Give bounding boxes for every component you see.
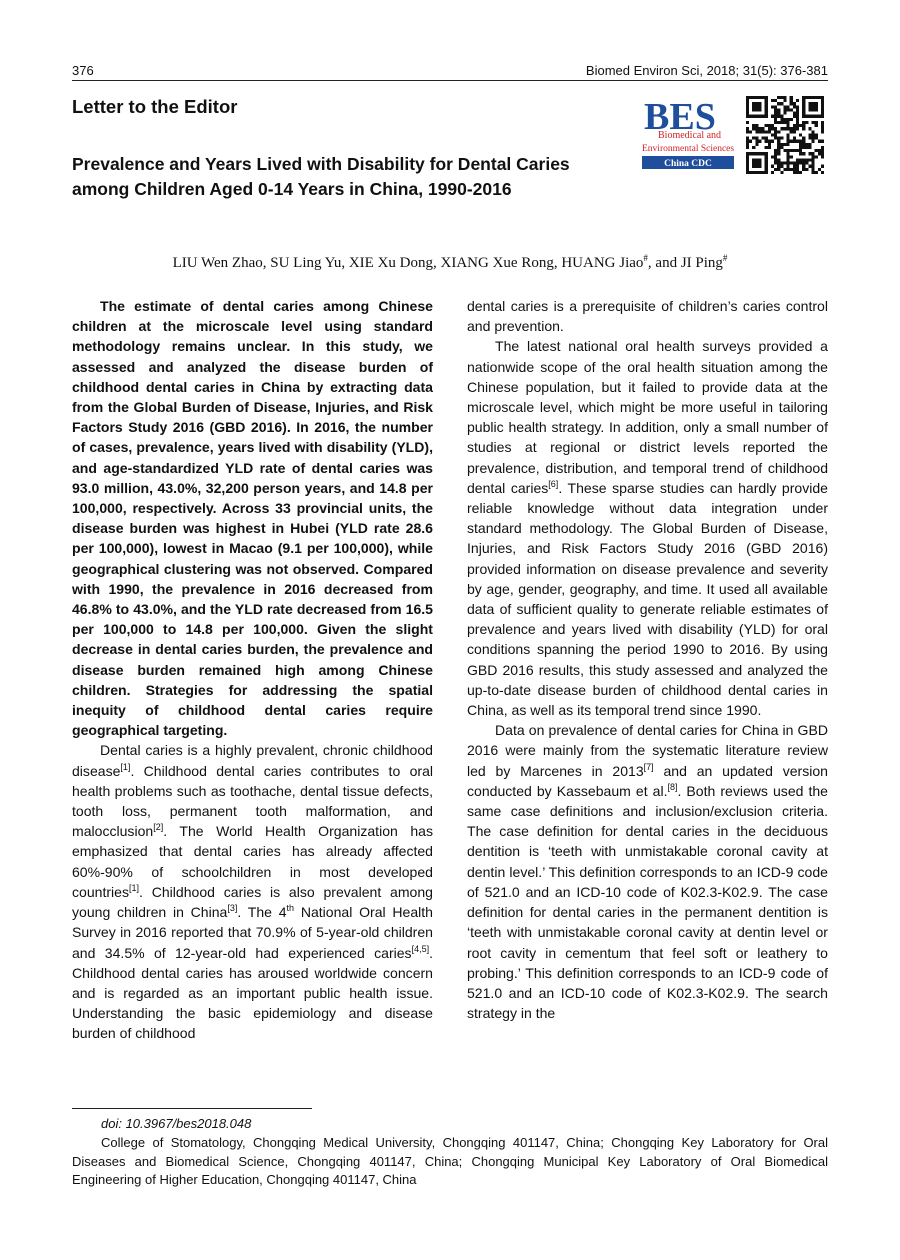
text: . The World Health Organization has emph…	[72, 823, 433, 900]
author-list: LIU Wen Zhao, SU Ling Yu, XIE Xu Dong, X…	[72, 253, 828, 272]
text: The latest national oral health surveys …	[467, 338, 828, 496]
logo-mark: BES	[644, 96, 716, 138]
text: . Childhood caries is also prevalent amo…	[72, 883, 433, 921]
header-rule	[72, 80, 828, 81]
text: National Oral Health Survey in 2016 repo…	[72, 904, 433, 961]
abstract: The estimate of dental caries among Chin…	[72, 298, 433, 739]
author-last: , and JI Ping	[647, 255, 723, 271]
text: . Childhood dental caries contributes to…	[72, 762, 433, 840]
citation-ref: [3]	[227, 903, 238, 914]
journal-citation: Biomed Environ Sci, 2018; 31(5): 376-381	[585, 63, 828, 78]
paragraph-gbd: The latest national oral health surveys …	[467, 336, 828, 720]
logo-line2: Environmental Sciences	[642, 144, 734, 154]
text: . Childhood dental caries has aroused wo…	[72, 944, 433, 1042]
section-label: Letter to the Editor	[72, 96, 238, 117]
citation-ref: [7]	[643, 761, 654, 772]
paragraph-intro: Dental caries is a highly prevalent, chr…	[72, 740, 433, 1043]
paragraph-data: Data on prevalence of dental caries for …	[467, 720, 828, 1023]
citation-ref: [2]	[153, 822, 164, 833]
bes-journal-logo: BES Biomedical and Environmental Science…	[642, 96, 734, 169]
citation-ref: [6]	[548, 478, 559, 489]
text: . The 4	[237, 904, 287, 921]
ordinal-suffix: th	[286, 903, 295, 914]
paragraph-continuation: dental caries is a prerequisite of child…	[467, 298, 828, 335]
text: . Both reviews used the same case defini…	[467, 782, 828, 1022]
citation-ref: [8]	[667, 781, 678, 792]
text: Dental caries is a highly prevalent, chr…	[72, 742, 433, 779]
text: . These sparse studies can hardly provid…	[467, 479, 828, 719]
right-column: dental caries is a prerequisite of child…	[467, 296, 828, 1023]
article-title: Prevalence and Years Lived with Disabili…	[72, 154, 570, 199]
qr-code	[746, 96, 824, 174]
logo-line1: Biomedical and	[658, 130, 721, 141]
affiliation: College of Stomatology, Chongqing Medica…	[72, 1135, 828, 1187]
text: Data on prevalence of dental caries for …	[467, 722, 828, 779]
left-column: The estimate of dental caries among Chin…	[72, 296, 433, 1044]
page-number: 376	[72, 63, 94, 78]
citation-ref: [4,5]	[411, 943, 430, 954]
citation-ref: [1]	[129, 882, 140, 893]
author-names: LIU Wen Zhao, SU Ling Yu, XIE Xu Dong, X…	[172, 255, 644, 271]
footnote-rule	[72, 1108, 312, 1109]
corresponding-mark: #	[643, 253, 648, 263]
citation-ref: [1]	[120, 761, 131, 772]
doi: doi: 10.3967/bes2018.048	[101, 1116, 252, 1131]
corresponding-mark: #	[722, 253, 728, 263]
text: and an updated version conducted by Kass…	[467, 762, 828, 799]
logo-band-text: China CDC	[664, 159, 712, 169]
